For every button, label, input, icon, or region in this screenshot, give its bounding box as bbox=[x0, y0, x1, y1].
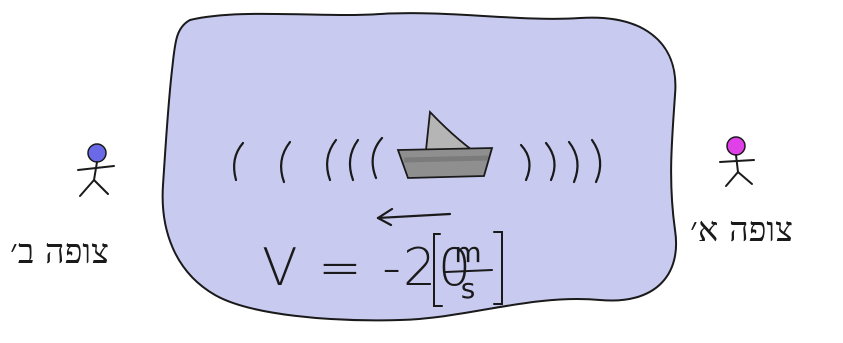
velocity-unit: m s bbox=[436, 232, 500, 312]
unit-numerator: m bbox=[454, 236, 482, 269]
sound-waves-left bbox=[233, 136, 384, 184]
sound-waves-right bbox=[519, 138, 602, 184]
unit-denominator: s bbox=[460, 272, 476, 305]
unit-brackets bbox=[433, 231, 503, 307]
observer-b-label: צופה ב׳ bbox=[10, 232, 109, 272]
observer-a-figure bbox=[719, 136, 755, 187]
velocity-formula: V = -20 bbox=[262, 238, 474, 298]
observer-a-label: צופה א׳ bbox=[690, 210, 793, 250]
sailboat-icon bbox=[396, 109, 494, 179]
observer-b-figure bbox=[77, 143, 115, 197]
arrow-left-icon bbox=[376, 207, 452, 227]
